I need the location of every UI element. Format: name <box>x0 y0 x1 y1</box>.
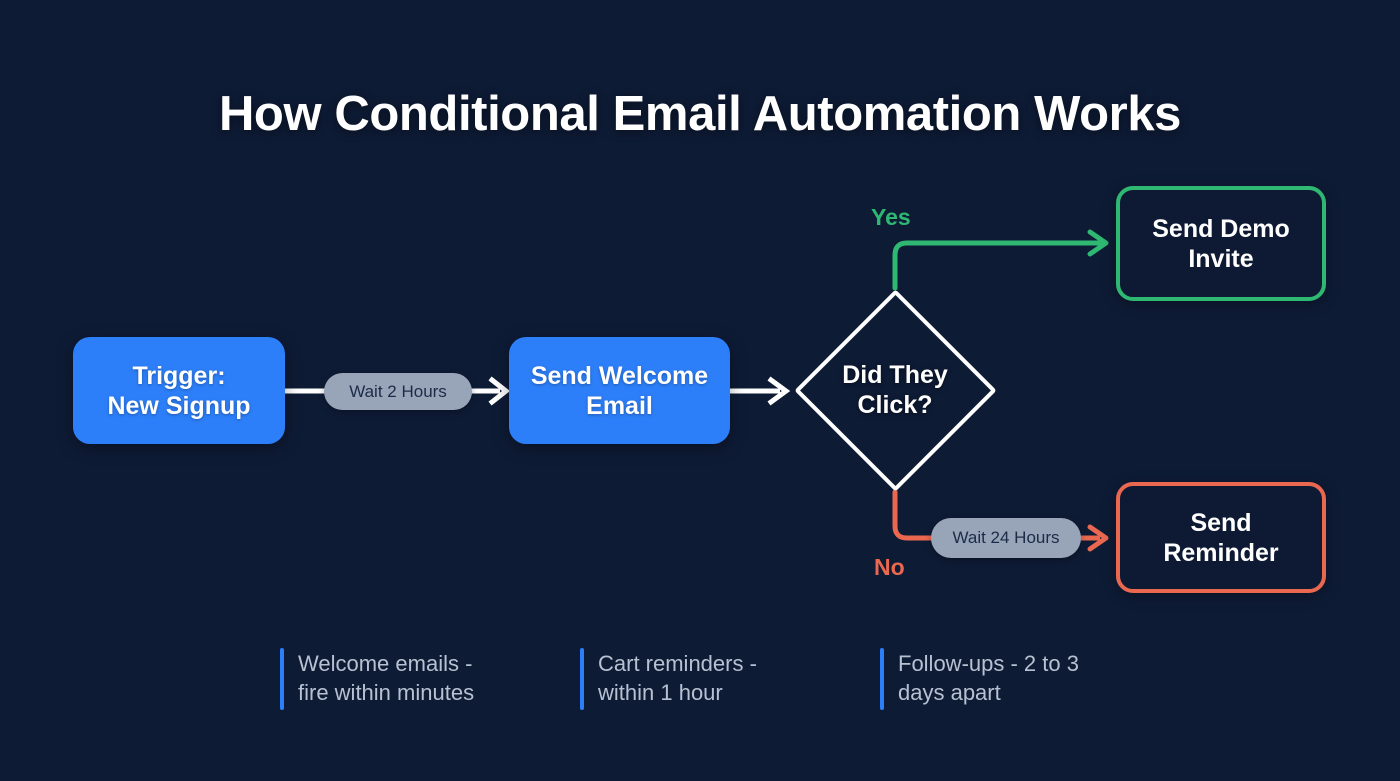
edge-yes-to-demo <box>892 240 1103 291</box>
page-title: How Conditional Email Automation Works <box>218 87 1182 141</box>
node-send-demo-invite[interactable]: Send Demo Invite <box>1116 186 1326 301</box>
node-demo-label: Send Demo Invite <box>1152 214 1290 273</box>
node-trigger-label: Trigger: New Signup <box>107 361 251 420</box>
accent-bar <box>580 648 584 710</box>
footer-notes: Welcome emails - fire within minutes Car… <box>280 648 1180 710</box>
arrowhead-welcome <box>488 376 511 406</box>
node-trigger-new-signup[interactable]: Trigger: New Signup <box>73 337 285 444</box>
footer-note-text: Cart reminders - within 1 hour <box>598 651 757 706</box>
arrowhead-reminder <box>1087 524 1109 552</box>
delay-pill-wait-24-hours-label: Wait 24 Hours <box>952 528 1060 547</box>
footer-note: Welcome emails - fire within minutes <box>280 648 580 710</box>
node-reminder-label: Send Reminder <box>1163 508 1279 567</box>
accent-bar <box>280 648 284 710</box>
node-decision-did-they-click[interactable]: Did They Click? <box>790 285 1000 495</box>
branch-label-yes: Yes <box>871 204 911 230</box>
footer-note: Cart reminders - within 1 hour <box>580 648 880 710</box>
edge-no-to-wait <box>892 489 939 541</box>
footer-note-text: Welcome emails - fire within minutes <box>298 651 475 706</box>
footer-note: Follow-ups - 2 to 3 days apart <box>880 648 1180 710</box>
footer-note-text: Follow-ups - 2 to 3 days apart <box>898 651 1079 706</box>
branch-label-no: No <box>874 554 905 580</box>
delay-pill-wait-2-hours[interactable]: Wait 2 Hours <box>324 373 472 410</box>
delay-pill-wait-2-hours-label: Wait 2 Hours <box>349 381 447 401</box>
node-send-welcome-email[interactable]: Send Welcome Email <box>509 337 730 444</box>
node-welcome-label: Send Welcome Email <box>530 361 709 420</box>
node-send-reminder[interactable]: Send Reminder <box>1116 482 1326 593</box>
arrowhead-demo <box>1087 229 1109 257</box>
accent-bar <box>880 648 884 710</box>
delay-pill-wait-24-hours[interactable]: Wait 24 Hours <box>931 518 1081 558</box>
node-decision-label: Did They Click? <box>842 360 948 420</box>
arrowhead-decision <box>767 376 791 406</box>
